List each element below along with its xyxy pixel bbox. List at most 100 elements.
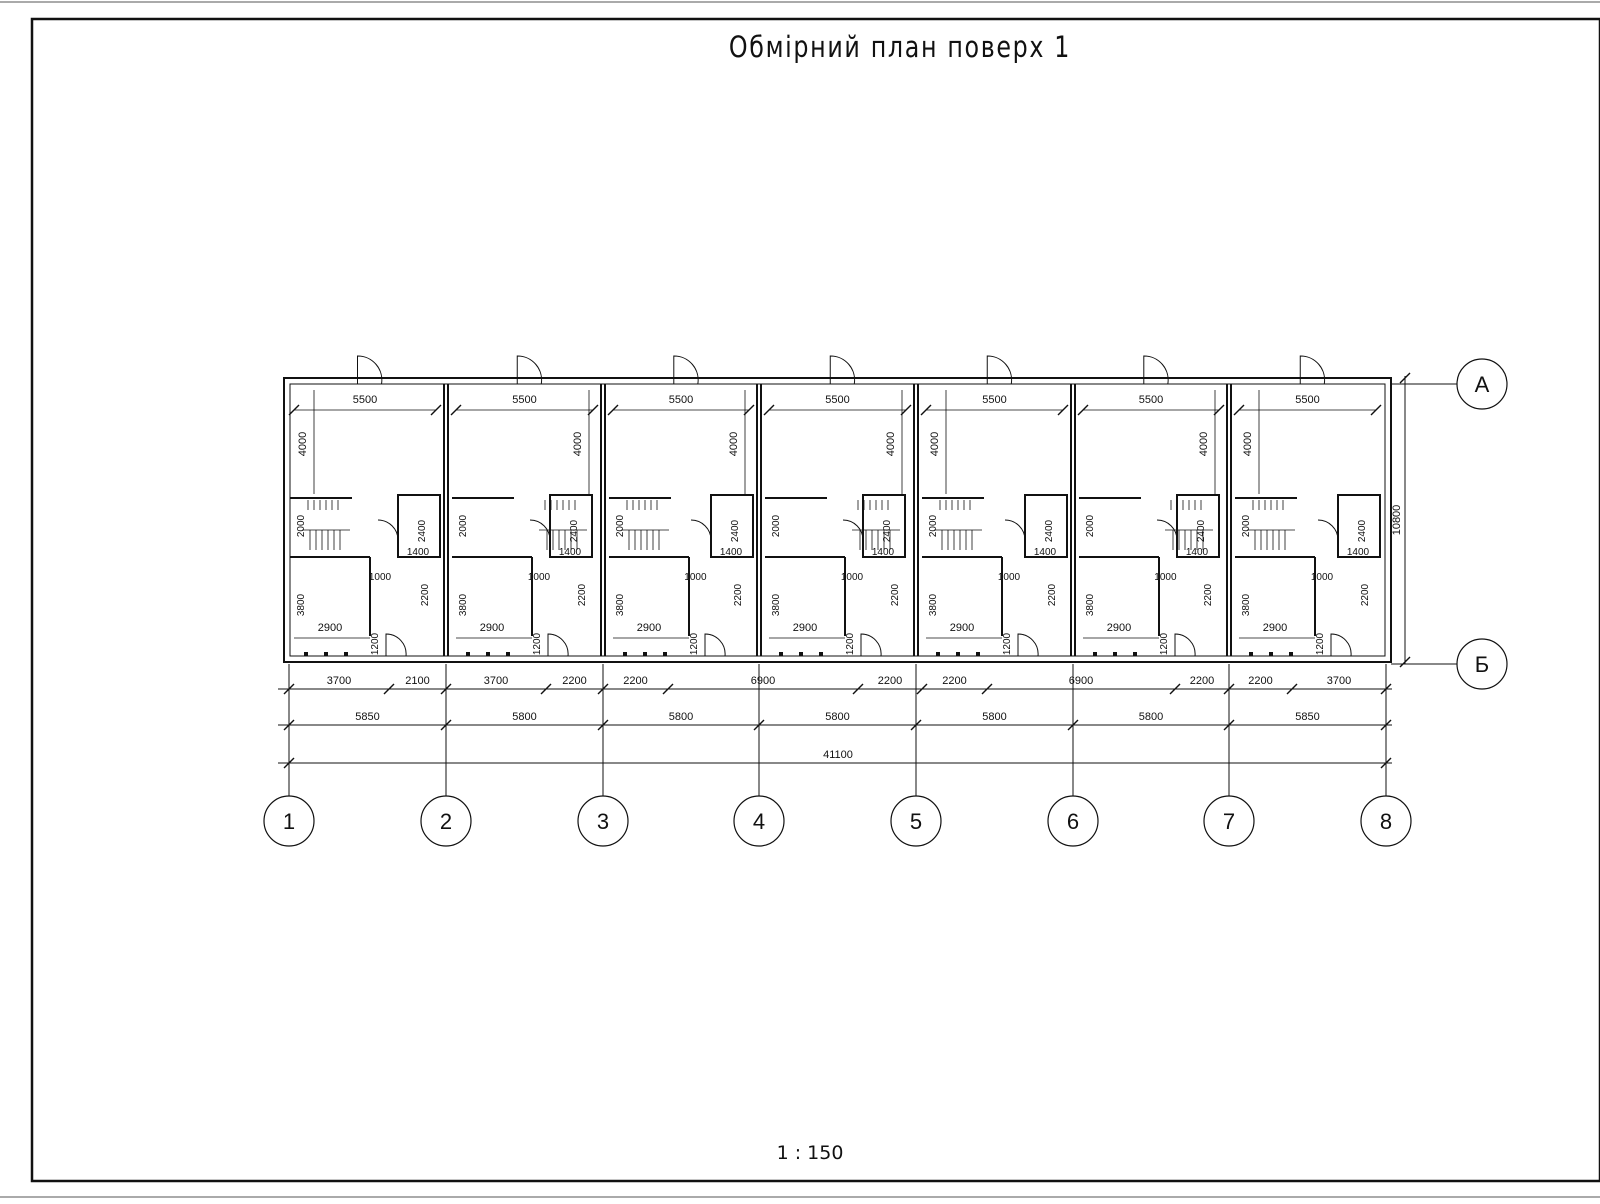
dim-bath-depth: 2400 <box>417 519 428 542</box>
bottom-window-mark <box>819 652 823 656</box>
dim-bath-width: 1400 <box>720 547 743 558</box>
dim-hall-width: 1000 <box>369 572 392 583</box>
front-door-swing <box>357 355 383 385</box>
dim-room-width: 5500 <box>1139 394 1163 406</box>
dim-hall-depth: 2200 <box>1203 583 1214 606</box>
dim-tick <box>763 404 775 416</box>
dim-bath-width: 1400 <box>1034 547 1057 558</box>
dim-hall-depth: 2200 <box>890 583 901 606</box>
dim-tick <box>540 683 552 695</box>
dim-room-width: 5500 <box>512 394 536 406</box>
dim-entry-depth: 1200 <box>370 632 381 655</box>
entry-door-swing <box>860 633 882 657</box>
axis-label-3: 3 <box>597 809 609 834</box>
dim-axis-spacing-7: 5850 <box>1295 711 1319 723</box>
axis-bubble-4 <box>733 795 785 847</box>
dim-hall-depth: 2200 <box>420 583 431 606</box>
bath-door-swing <box>377 519 399 541</box>
bottom-window-mark <box>1289 652 1293 656</box>
dim-bath-depth: 2400 <box>1357 519 1368 542</box>
dim-bath-depth: 2400 <box>569 519 580 542</box>
dim-room-depth: 4000 <box>1242 432 1254 456</box>
bath-door-swing <box>529 519 551 541</box>
dim-bath-depth: 2400 <box>730 519 741 542</box>
bottom-window-mark <box>344 652 348 656</box>
dim-axis-spacing-2: 5800 <box>512 711 536 723</box>
dim-lower-room-width: 2900 <box>1107 622 1131 634</box>
axis-label-8: 8 <box>1380 809 1392 834</box>
dim-tick <box>1169 683 1181 695</box>
dim-segment-2: 2100 <box>405 675 429 687</box>
dim-segment-8: 2200 <box>942 675 966 687</box>
dim-room-depth: 4000 <box>885 432 897 456</box>
axis-label-А: А <box>1475 372 1490 397</box>
bottom-window-mark <box>799 652 803 656</box>
axis-bubble-3 <box>577 795 629 847</box>
dim-segment-5: 2200 <box>623 675 647 687</box>
dim-room-width: 5500 <box>353 394 377 406</box>
bottom-window-mark <box>976 652 980 656</box>
axis-bubble-1 <box>263 795 315 847</box>
axis-label-6: 6 <box>1067 809 1079 834</box>
dim-bath-width: 1400 <box>407 547 430 558</box>
entry-door-swing <box>385 633 407 657</box>
dim-room-depth: 4000 <box>297 432 309 456</box>
dwelling-units: 5500 4000 2000 2400 1400 1000 2200 3800 2900 1200… <box>288 355 1382 657</box>
dim-segment-7: 2200 <box>878 675 902 687</box>
dim-lower-room-width: 2900 <box>318 622 342 634</box>
dim-entry-depth: 1200 <box>1159 632 1170 655</box>
dim-segment-1: 3700 <box>327 675 351 687</box>
dim-lower-room-depth: 3800 <box>771 593 782 616</box>
dim-segment-4: 2200 <box>562 675 586 687</box>
dim-lower-room-depth: 3800 <box>1241 593 1252 616</box>
dim-stair-depth: 2000 <box>615 514 626 537</box>
dim-segment-10: 2200 <box>1190 675 1214 687</box>
bottom-window-mark <box>1133 652 1137 656</box>
dim-lower-room-width: 2900 <box>950 622 974 634</box>
entry-door-swing <box>1330 633 1352 657</box>
dim-stair-depth: 2000 <box>458 514 469 537</box>
dim-axis-spacing-4: 5800 <box>825 711 849 723</box>
dim-hall-width: 1000 <box>841 572 864 583</box>
dim-overall-length: 41100 <box>823 749 853 761</box>
dim-hall-width: 1000 <box>684 572 707 583</box>
dim-room-depth: 4000 <box>728 432 740 456</box>
dim-tick <box>852 683 864 695</box>
dim-hall-depth: 2200 <box>1047 583 1058 606</box>
bottom-window-mark <box>936 652 940 656</box>
dim-entry-depth: 1200 <box>532 632 543 655</box>
axis-bubble-5 <box>890 795 942 847</box>
dim-tick <box>1233 404 1245 416</box>
entry-door-swing <box>547 633 569 657</box>
front-door-swing <box>673 355 699 385</box>
axis-label-5: 5 <box>910 809 922 834</box>
dim-lower-room-depth: 3800 <box>296 593 307 616</box>
front-door-swing <box>829 355 856 385</box>
entry-door-swing <box>1174 633 1196 657</box>
front-door-swing <box>1143 355 1169 385</box>
dim-lower-room-depth: 3800 <box>928 593 939 616</box>
bottom-window-mark <box>663 652 667 656</box>
dim-entry-depth: 1200 <box>1315 632 1326 655</box>
entry-door-swing <box>1017 633 1039 657</box>
dim-bath-depth: 2400 <box>882 519 893 542</box>
dim-overall-depth: 10800 <box>1391 505 1403 536</box>
axis-bubble-6 <box>1047 795 1099 847</box>
dim-tick <box>430 404 442 416</box>
axis-label-Б: Б <box>1475 652 1489 677</box>
bottom-window-mark <box>956 652 960 656</box>
sheet-frame <box>30 17 1600 1183</box>
dim-room-depth: 4000 <box>1198 432 1210 456</box>
dim-hall-width: 1000 <box>998 572 1021 583</box>
dim-axis-spacing-3: 5800 <box>669 711 693 723</box>
dim-tick <box>383 683 395 695</box>
dim-bath-width: 1400 <box>559 547 582 558</box>
axis-bubble-А <box>1456 358 1508 410</box>
outer-wall-outer <box>283 377 1392 663</box>
bottom-window-mark <box>304 652 308 656</box>
dim-stair-depth: 2000 <box>928 514 939 537</box>
bath-door-swing <box>1156 519 1178 541</box>
dim-tick <box>587 404 599 416</box>
